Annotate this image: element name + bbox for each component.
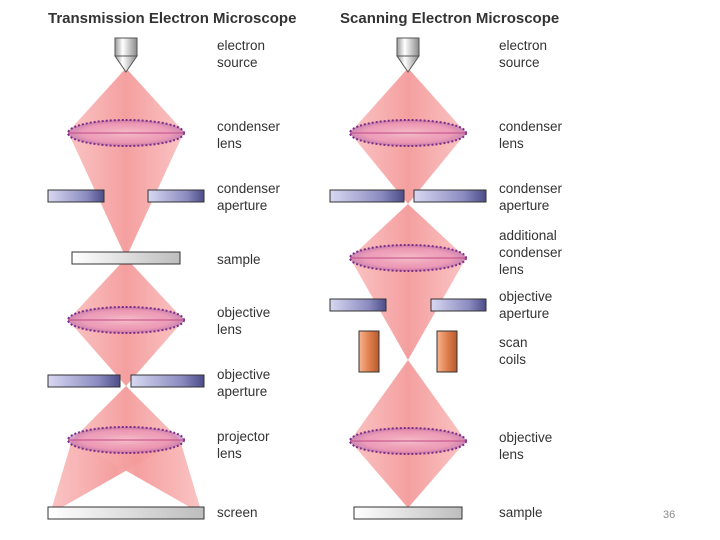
sem-label-electron-source: electron source — [499, 38, 551, 70]
tem-label-objective-lens: objective lens — [217, 305, 274, 337]
sem-objective-lens-icon — [349, 427, 467, 455]
tem-title: Transmission Electron Microscope — [48, 10, 296, 27]
sem-label-sample: sample — [499, 505, 543, 520]
tem-label-sample: sample — [217, 252, 261, 267]
tem-electron-beam — [50, 68, 202, 514]
page-number: 36 — [663, 509, 675, 521]
sem-label-scan-coils: scan coils — [499, 335, 531, 367]
tem-label-screen: screen — [217, 505, 258, 520]
sem-condenser-aperture-icon — [329, 189, 487, 203]
tem-objective-lens-icon — [67, 306, 185, 334]
sem-scan-coils-icon — [358, 330, 458, 373]
tem-label-objective-aperture: objective aperture — [217, 367, 274, 399]
tem-label-electron-source: electron source — [217, 38, 269, 70]
tem-condenser-lens-icon — [67, 119, 185, 147]
sem-electron-source-icon — [396, 37, 420, 73]
sem-label-condenser-lens: condenser lens — [499, 119, 566, 151]
sem-label-additional-condenser-lens: additional condenser lens — [499, 228, 566, 277]
tem-label-condenser-lens: condenser lens — [217, 119, 284, 151]
tem-objective-aperture-icon — [47, 374, 205, 388]
sem-sample-icon — [353, 506, 463, 520]
sem-title: Scanning Electron Microscope — [340, 10, 559, 27]
sem-label-condenser-aperture: condenser aperture — [499, 181, 566, 213]
tem-sample-icon — [71, 251, 181, 265]
sem-electron-beam — [350, 68, 466, 508]
tem-projector-lens-icon — [67, 426, 185, 454]
tem-electron-source-icon — [114, 37, 138, 73]
sem-additional-condenser-lens-icon — [349, 244, 467, 272]
tem-column: Transmission Electron Microscope — [47, 10, 296, 520]
tem-label-condenser-aperture: condenser aperture — [217, 181, 284, 213]
sem-objective-aperture-icon — [329, 298, 487, 312]
sem-column: Scanning Electron Microscope — [329, 10, 566, 520]
tem-label-projector-lens: projector lens — [217, 429, 273, 461]
tem-screen-icon — [47, 506, 205, 520]
sem-label-objective-lens: objective lens — [499, 430, 556, 462]
sem-label-objective-aperture: objective aperture — [499, 289, 556, 321]
sem-condenser-lens-icon — [349, 119, 467, 147]
tem-condenser-aperture-icon — [47, 189, 205, 203]
